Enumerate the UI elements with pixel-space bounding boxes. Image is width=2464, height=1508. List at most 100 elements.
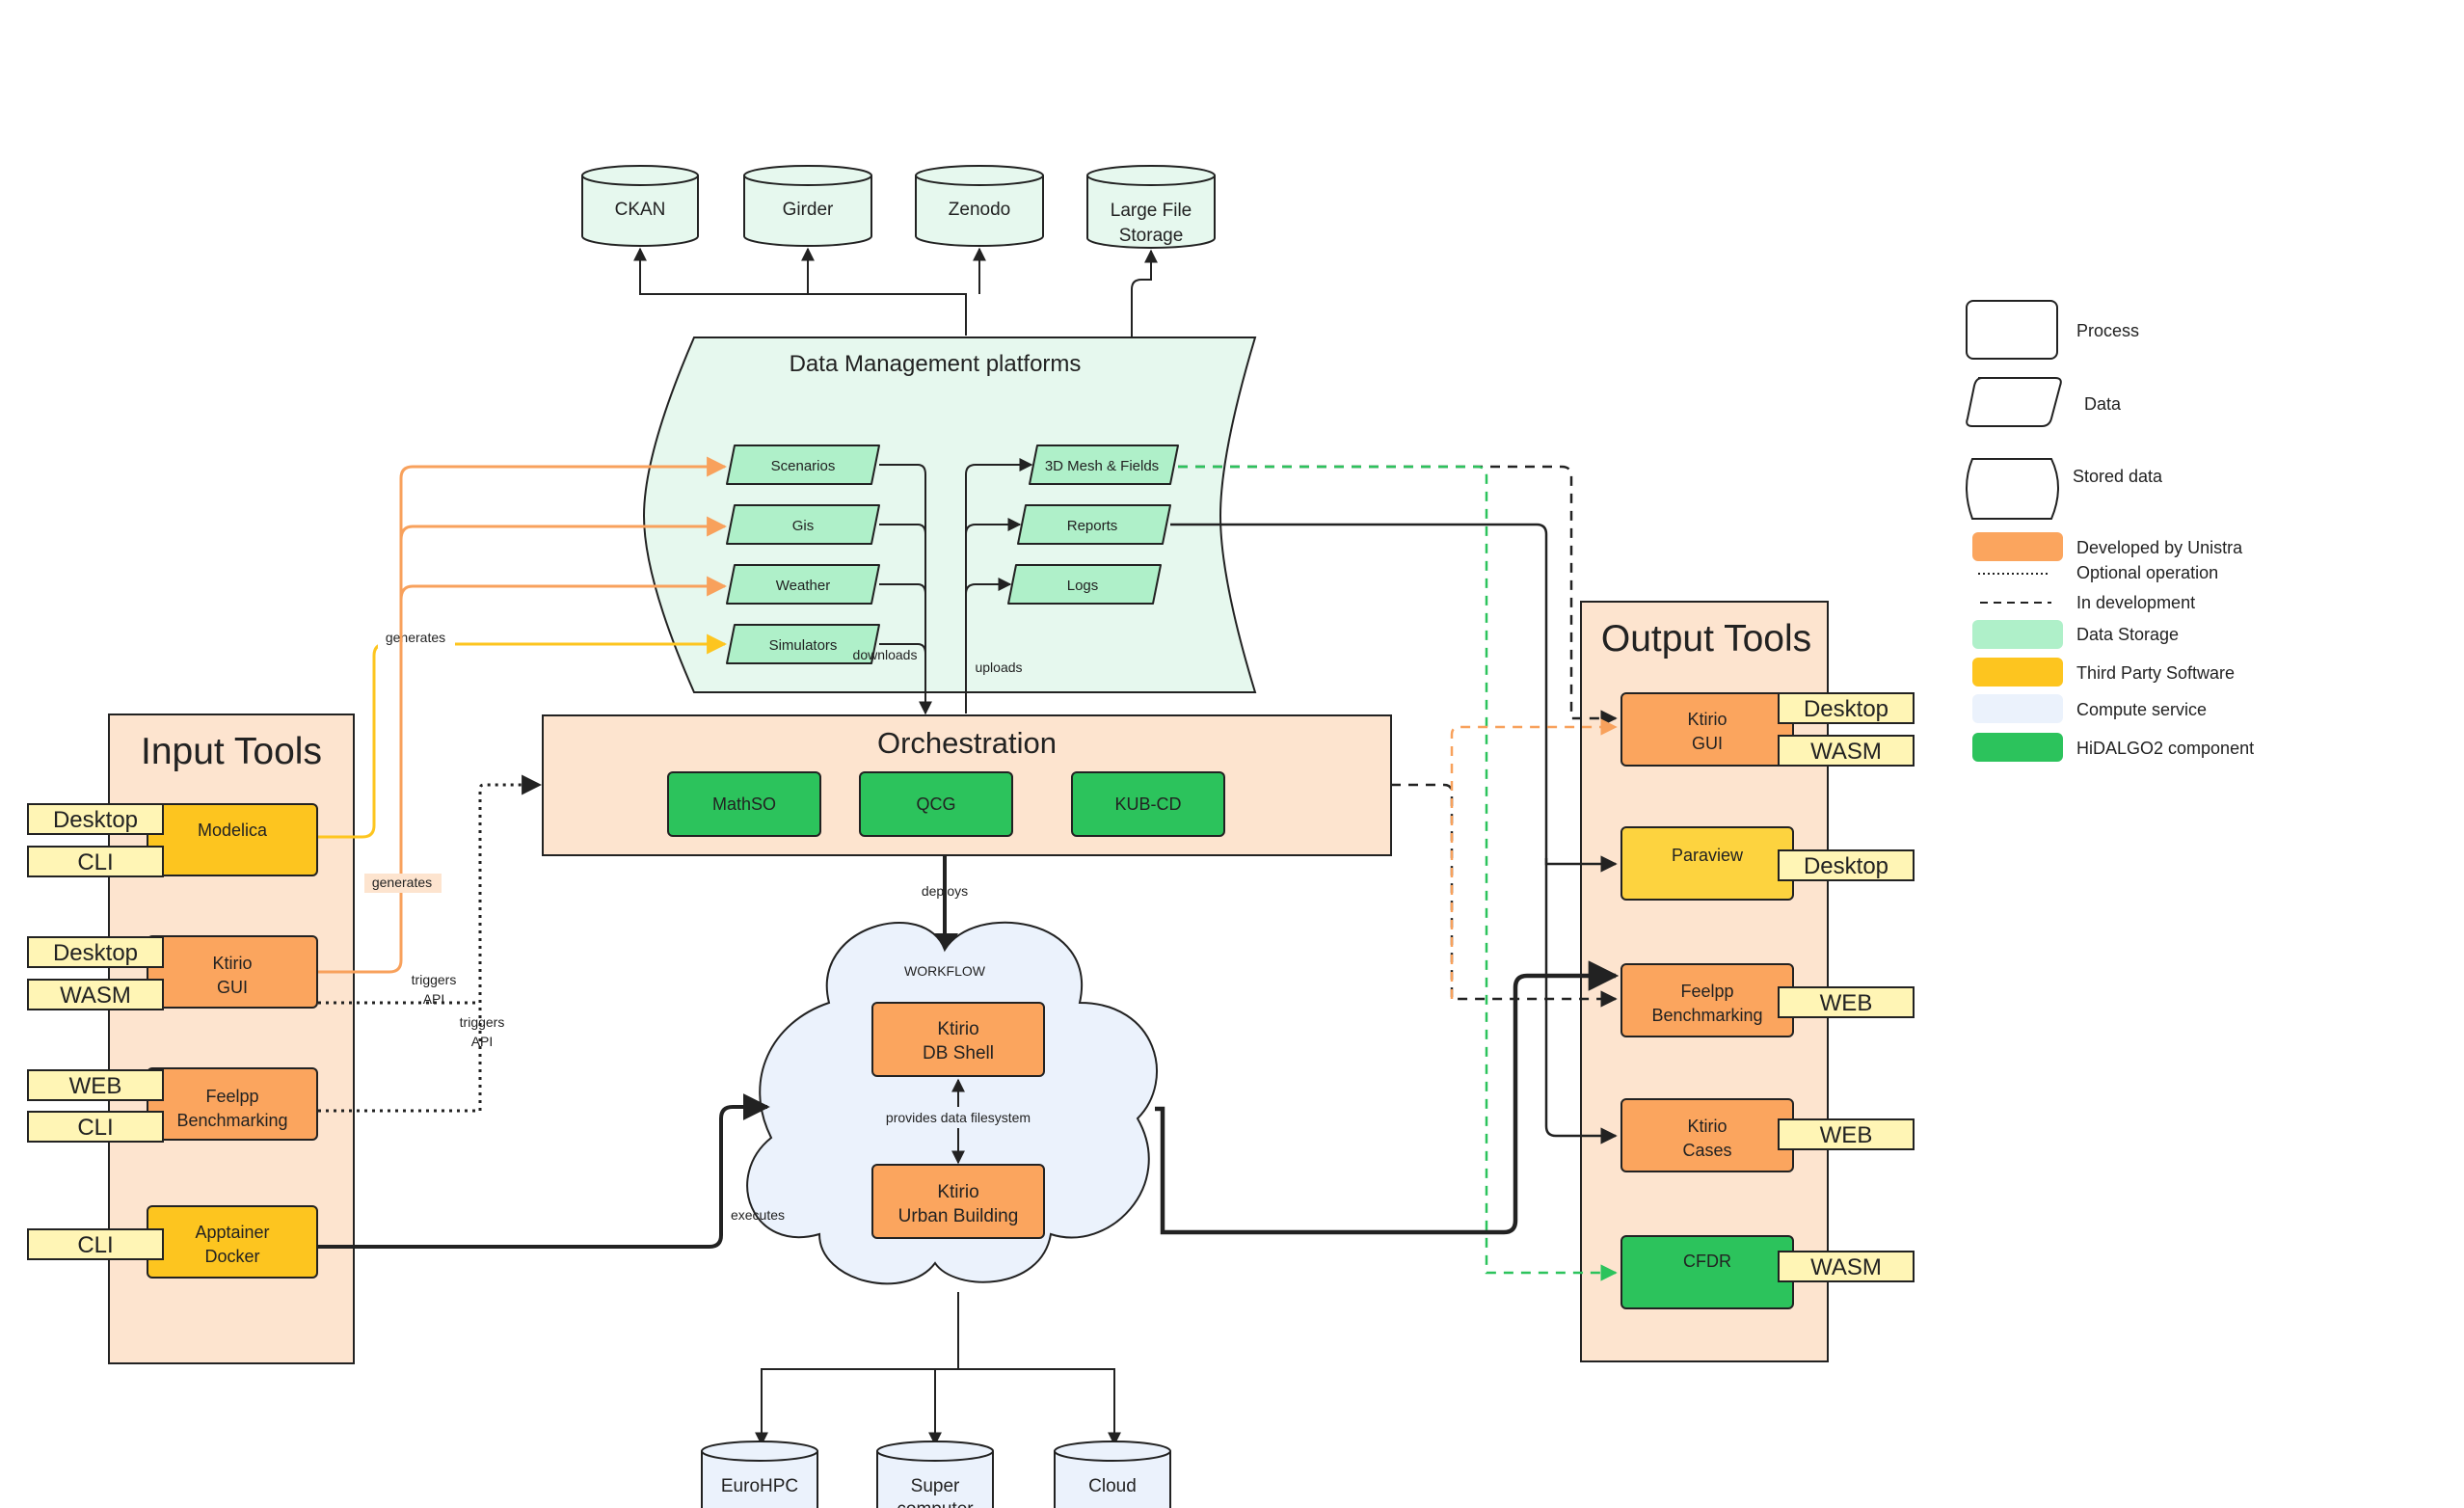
svg-text:Feelpp: Feelpp (205, 1087, 258, 1106)
legend-data: Data (1966, 377, 2122, 427)
process-ktirio-db-shell: Ktirio DB Shell (871, 1002, 1045, 1077)
data-scenarios: Scenarios (726, 444, 880, 485)
compute-supercomputer: Super computer (876, 1441, 994, 1508)
svg-text:WASM: WASM (60, 983, 131, 1009)
svg-text:CFDR: CFDR (1683, 1252, 1731, 1271)
svg-text:Paraview: Paraview (1672, 846, 1744, 865)
svg-text:WEB: WEB (69, 1073, 122, 1099)
svg-text:CLI: CLI (77, 1232, 113, 1258)
output-cfdr: CFDR (1620, 1235, 1794, 1309)
girder-label: Girder (783, 200, 834, 220)
deploys-label: deploys (922, 883, 968, 899)
svg-text:Cases: Cases (1682, 1141, 1731, 1160)
svg-text:GUI: GUI (217, 978, 248, 997)
output-paraview: Paraview (1620, 826, 1794, 901)
svg-text:HiDALGO2 component: HiDALGO2 component (2076, 739, 2254, 758)
legend-hidalgo: HiDALGO2 component (1972, 733, 2254, 762)
ktirio-generates-arrows (318, 456, 728, 974)
compute-connectors (755, 1292, 1121, 1446)
svg-text:Gis: Gis (792, 518, 815, 534)
svg-text:WEB: WEB (1820, 990, 1873, 1016)
svg-text:Desktop: Desktop (1804, 696, 1888, 722)
svg-text:QCG: QCG (916, 794, 955, 814)
provides-bg (872, 1107, 1044, 1128)
svg-text:Third Party Software: Third Party Software (2076, 663, 2235, 683)
tag-wasm: WASM (1778, 735, 1915, 767)
triggers-label: API (423, 991, 445, 1007)
lfs-label-line2: Storage (1119, 226, 1184, 246)
generates-bg (364, 874, 442, 893)
component-qcg: QCG (859, 771, 1013, 837)
svg-text:Ktirio: Ktirio (212, 954, 252, 973)
output-ktirio-cases: Ktirio Cases (1620, 1098, 1794, 1172)
output-feelpp-benchmarking: Feelpp Benchmarking (1620, 963, 1794, 1037)
svg-text:WEB: WEB (1820, 1122, 1873, 1148)
svg-text:Ktirio: Ktirio (937, 1019, 978, 1039)
data-simulators: Simulators (726, 624, 880, 664)
zenodo-label: Zenodo (949, 200, 1010, 220)
svg-text:Data: Data (2084, 394, 2122, 414)
tag-web: WEB (1778, 1118, 1915, 1150)
triggers-label: triggers (412, 972, 457, 987)
svg-text:Ktirio: Ktirio (1687, 710, 1727, 729)
tag-cli: CLI (27, 846, 164, 877)
tag-desktop: Desktop (27, 936, 164, 968)
uploads-label: uploads (975, 660, 1022, 675)
svg-text:CLI: CLI (77, 849, 113, 875)
workflow-title: WORKFLOW (904, 963, 986, 979)
svg-text:In development: In development (2076, 593, 2195, 612)
svg-text:3D Mesh & Fields: 3D Mesh & Fields (1045, 458, 1159, 474)
storage-connectors (633, 247, 1158, 463)
data-gis: Gis (726, 504, 880, 545)
svg-text:Scenarios: Scenarios (771, 458, 836, 474)
dmp-title: Data Management platforms (790, 351, 1082, 377)
svg-text:Super: Super (911, 1476, 960, 1496)
svg-text:GUI: GUI (1692, 734, 1723, 753)
legend-process: Process (1966, 300, 2139, 360)
svg-text:Ktirio: Ktirio (1687, 1117, 1727, 1136)
tag-web: WEB (1778, 986, 1915, 1018)
input-apptainer-docker: Apptainer Docker (147, 1205, 318, 1279)
svg-text:Reports: Reports (1067, 518, 1118, 534)
input-tools-title: Input Tools (141, 731, 322, 772)
legend-third-party: Third Party Software (1972, 658, 2235, 687)
output-connectors (1155, 465, 1620, 1281)
legend: Process Data Stored data Developed by Un… (1966, 300, 2254, 762)
input-ktirio-gui: Ktirio GUI (147, 935, 318, 1009)
svg-text:Developed by Unistra: Developed by Unistra (2076, 538, 2243, 557)
compute-cloud: Cloud (1054, 1441, 1171, 1508)
legend-data-storage: Data Storage (1972, 620, 2179, 649)
svg-text:Optional operation: Optional operation (2076, 563, 2218, 582)
data-logs: Logs (1007, 564, 1162, 605)
svg-text:Desktop: Desktop (53, 807, 138, 833)
compute-eurohpc: EuroHPC (701, 1441, 818, 1508)
svg-text:Apptainer: Apptainer (195, 1223, 269, 1242)
tag-desktop: Desktop (1778, 849, 1915, 881)
svg-text:WASM: WASM (1810, 739, 1882, 765)
svg-text:Weather: Weather (776, 578, 830, 594)
svg-text:EuroHPC: EuroHPC (721, 1476, 798, 1496)
svg-text:computer: computer (897, 1499, 974, 1508)
svg-text:Benchmarking: Benchmarking (176, 1111, 287, 1130)
svg-text:Simulators: Simulators (769, 637, 838, 654)
svg-text:Process: Process (2076, 321, 2139, 340)
svg-text:Benchmarking: Benchmarking (1651, 1006, 1762, 1025)
tag-cli: CLI (27, 1111, 164, 1143)
legend-stored: Stored data (1966, 458, 2163, 520)
storage-ckan: CKAN (581, 165, 699, 247)
process-ktirio-urban-building: Ktirio Urban Building (871, 1164, 1045, 1239)
triggers-api-arrows (318, 774, 543, 1113)
legend-optional: Optional operation (1978, 563, 2218, 582)
orchestration-title: Orchestration (877, 726, 1057, 760)
svg-text:Docker: Docker (204, 1247, 259, 1266)
legend-unistra: Developed by Unistra (1972, 532, 2243, 561)
tag-desktop: Desktop (1778, 692, 1915, 724)
component-kubcd: KUB-CD (1071, 771, 1225, 837)
svg-text:Urban Building: Urban Building (898, 1206, 1019, 1226)
svg-text:MathSO: MathSO (712, 794, 776, 814)
generates-label: generates (372, 875, 432, 890)
executes-label: executes (731, 1207, 785, 1223)
svg-text:Stored data: Stored data (2073, 467, 2163, 486)
output-ktirio-gui: Ktirio GUI (1620, 692, 1794, 767)
svg-text:Feelpp: Feelpp (1680, 982, 1733, 1001)
